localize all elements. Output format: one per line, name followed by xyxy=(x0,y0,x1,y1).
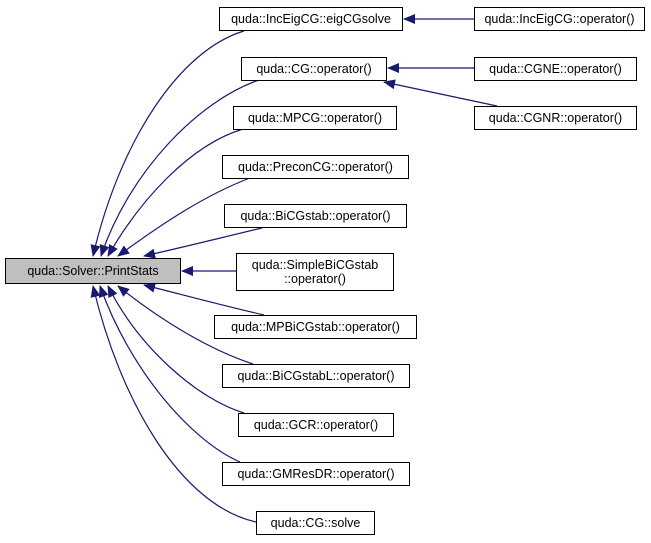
node-label: quda::PreconCG::operator() xyxy=(238,160,393,174)
node-gmresdr-operator[interactable]: quda::GMResDR::operator() xyxy=(222,462,410,486)
edge-gcr_op-to-printstats xyxy=(107,285,245,414)
node-mpbicgstab-operator[interactable]: quda::MPBiCGstab::operator() xyxy=(214,315,417,339)
node-cg-solve[interactable]: quda::CG::solve xyxy=(256,511,375,535)
node-inceigcg-operator[interactable]: quda::IncEigCG::operator() xyxy=(474,7,645,31)
node-label: quda::CGNE::operator() xyxy=(489,62,622,76)
node-simplebicgstab-operator[interactable]: quda::SimpleBiCGstab ::operator() xyxy=(236,253,394,291)
node-label-line2: ::operator() xyxy=(284,272,346,286)
node-label: quda::CG::solve xyxy=(270,516,361,530)
node-mpcg-operator[interactable]: quda::MPCG::operator() xyxy=(233,106,397,130)
node-cgnr-operator[interactable]: quda::CGNR::operator() xyxy=(474,106,637,130)
node-label: quda::MPBiCGstab::operator() xyxy=(231,320,400,334)
node-label: quda::CGNR::operator() xyxy=(488,111,623,125)
node-label: quda::IncEigCG::eigCGsolve xyxy=(231,12,391,26)
node-label: quda::GCR::operator() xyxy=(253,418,379,432)
edge-bicgstab_op-to-printstats xyxy=(143,227,263,259)
node-label-line1: quda::SimpleBiCGstab xyxy=(251,258,379,272)
node-label: quda::BiCGstabL::operator() xyxy=(237,369,395,383)
node-label: quda::GMResDR::operator() xyxy=(237,467,395,481)
edge-eigcgsolve-to-printstats xyxy=(90,30,245,257)
node-printstats: quda::Solver::PrintStats xyxy=(5,258,181,284)
node-label: quda::CG::operator() xyxy=(256,62,372,76)
edge-cg_op-to-printstats xyxy=(99,79,260,257)
edge-mpbicgstab_op-to-printstats xyxy=(143,282,265,316)
node-label: quda::Solver::PrintStats xyxy=(27,264,159,278)
node-bicgstab-operator[interactable]: quda::BiCGstab::operator() xyxy=(224,204,407,228)
edge-mpcg_op-to-printstats xyxy=(107,128,244,257)
node-bicgstabl-operator[interactable]: quda::BiCGstabL::operator() xyxy=(222,364,410,388)
node-label: quda::MPCG::operator() xyxy=(247,111,383,125)
node-preconcg-operator[interactable]: quda::PreconCG::operator() xyxy=(222,155,409,179)
edge-cg_solve-to-printstats xyxy=(90,285,257,523)
node-cg-operator[interactable]: quda::CG::operator() xyxy=(241,57,387,81)
edge-bicgstabl_op-to-printstats xyxy=(117,285,254,365)
node-label: quda::BiCGstab::operator() xyxy=(240,209,391,223)
node-cgne-operator[interactable]: quda::CGNE::operator() xyxy=(474,57,637,81)
node-eigcgsolve[interactable]: quda::IncEigCG::eigCGsolve xyxy=(219,7,403,31)
edge-preconcg_op-to-printstats xyxy=(117,177,251,257)
node-label: quda::IncEigCG::operator() xyxy=(484,12,635,26)
edge-gmresdr_op-to-printstats xyxy=(98,285,241,463)
edge-cgnr_op-to-cg_op xyxy=(383,79,498,107)
node-gcr-operator[interactable]: quda::GCR::operator() xyxy=(238,413,394,437)
